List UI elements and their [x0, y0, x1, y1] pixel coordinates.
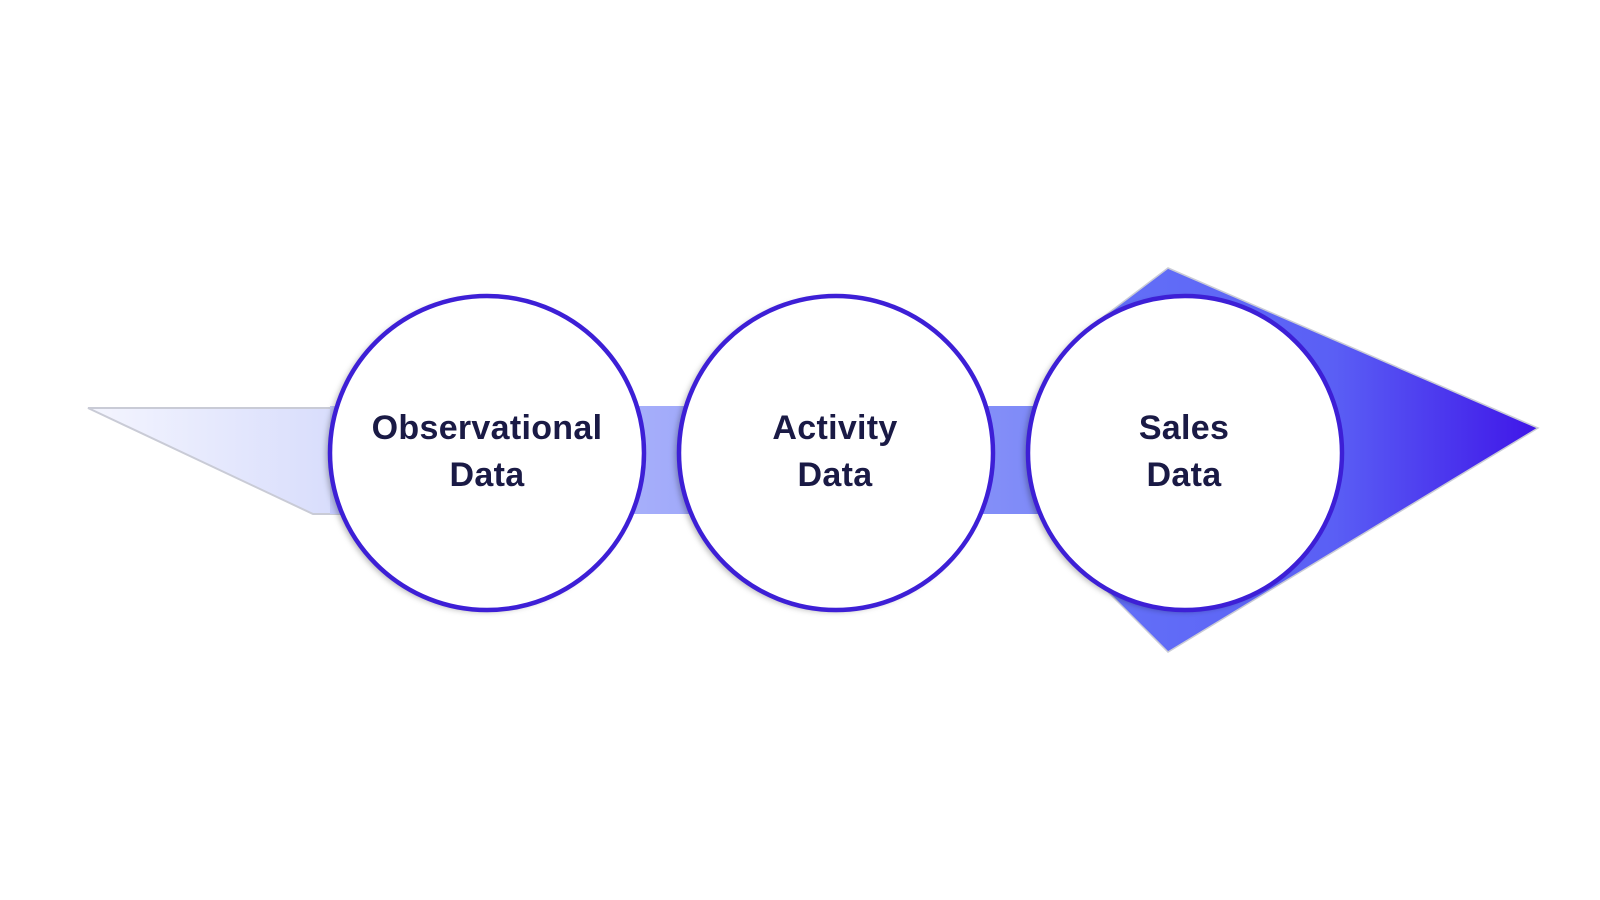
- stage-label-line1: Observational: [371, 409, 603, 447]
- stage-label-line2: Data: [1146, 456, 1222, 494]
- stage-circle-observational: [327, 293, 647, 613]
- stage-label-sales: Sales Data: [1044, 405, 1324, 499]
- stage-circle-activity: [676, 293, 996, 613]
- stage-circle-sales: [1025, 293, 1345, 613]
- stage-label-line1: Activity: [772, 409, 898, 447]
- stage-label-line2: Data: [449, 456, 525, 494]
- stage-label-activity: Activity Data: [695, 405, 975, 499]
- arrow-tail: [87, 407, 346, 515]
- stage-label-line2: Data: [797, 456, 873, 494]
- stage-label-line1: Sales: [1138, 409, 1230, 447]
- stage-label-observational: Observational Data: [347, 405, 627, 499]
